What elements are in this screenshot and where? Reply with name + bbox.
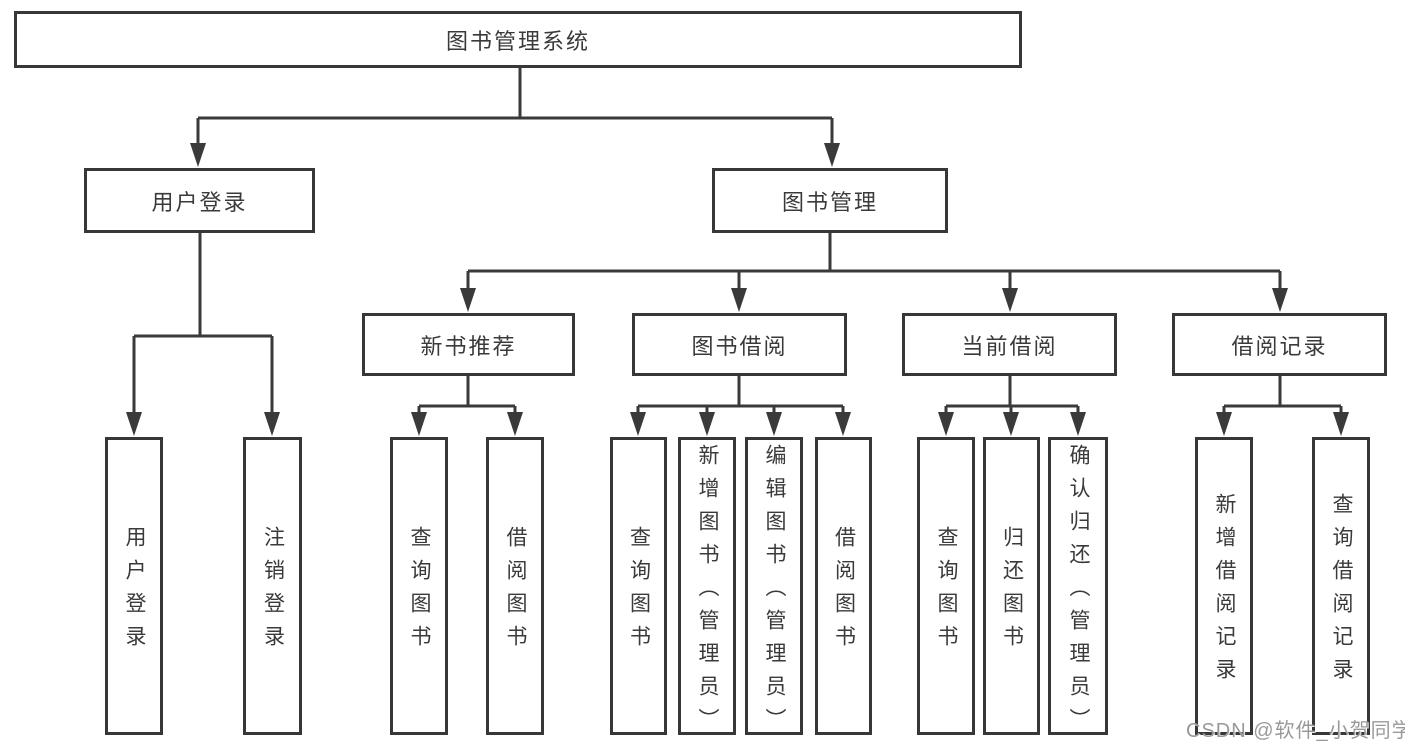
leaf-add-borrow-record: 新增借阅记录 [1195, 437, 1253, 735]
leaf-query-borrow-record: 查询借阅记录 [1312, 437, 1370, 735]
node-root-label: 图书管理系统 [445, 28, 590, 54]
leaf-borrow-books-recommend-label: 借阅图书 [504, 526, 527, 658]
node-user-login-label: 用户登录 [151, 189, 248, 215]
leaf-return-book: 归还图书 [983, 437, 1040, 735]
node-new-book-recommend: 新书推荐 [362, 313, 575, 376]
watermark: CSDN @软件_小贺同学 [1186, 720, 1405, 742]
node-current-borrow: 当前借阅 [902, 313, 1117, 376]
leaf-borrow-books: 借阅图书 [815, 437, 872, 735]
node-root: 图书管理系统 [14, 11, 1022, 68]
leaf-add-borrow-record-label: 新增借阅记录 [1213, 493, 1236, 691]
leaf-edit-book-admin-label: 编辑图书（管理员） [763, 443, 786, 741]
node-book-borrow-label: 图书借阅 [691, 333, 788, 359]
leaf-return-book-label: 归还图书 [1000, 526, 1024, 658]
leaf-query-books-current: 查询图书 [917, 437, 975, 735]
leaf-user-login-label: 用户登录 [123, 526, 146, 658]
leaf-query-books-recommend-label: 查询图书 [408, 526, 431, 658]
leaf-logout-label: 注销登录 [261, 526, 285, 658]
node-user-login: 用户登录 [84, 168, 315, 233]
arrowheads [126, 143, 1349, 436]
leaf-query-books-borrow: 查询图书 [610, 437, 667, 735]
node-book-borrow: 图书借阅 [632, 313, 847, 376]
leaf-confirm-return-admin: 确认归还（管理员） [1048, 437, 1108, 741]
leaf-confirm-return-admin-label: 确认归还（管理员） [1067, 443, 1090, 741]
node-current-borrow-label: 当前借阅 [961, 333, 1058, 359]
leaf-query-borrow-record-label: 查询借阅记录 [1330, 493, 1353, 691]
leaf-borrow-books-recommend: 借阅图书 [486, 437, 544, 735]
connector-paths [132, 68, 1343, 415]
node-book-management-label: 图书管理 [781, 189, 878, 215]
node-book-management: 图书管理 [712, 168, 948, 233]
leaf-borrow-books-label: 借阅图书 [832, 526, 856, 658]
node-new-book-recommend-label: 新书推荐 [420, 333, 517, 359]
leaf-user-login: 用户登录 [105, 437, 163, 735]
leaf-edit-book-admin: 编辑图书（管理员） [745, 437, 803, 741]
leaf-query-books-current-label: 查询图书 [935, 526, 958, 658]
leaf-query-books-borrow-label: 查询图书 [627, 526, 651, 658]
node-borrow-record-label: 借阅记录 [1231, 333, 1328, 359]
leaf-logout: 注销登录 [243, 437, 302, 735]
leaf-add-book-admin: 新增图书（管理员） [678, 437, 736, 741]
node-borrow-record: 借阅记录 [1172, 313, 1387, 376]
leaf-query-books-recommend: 查询图书 [390, 437, 448, 735]
leaf-add-book-admin-label: 新增图书（管理员） [696, 443, 719, 741]
